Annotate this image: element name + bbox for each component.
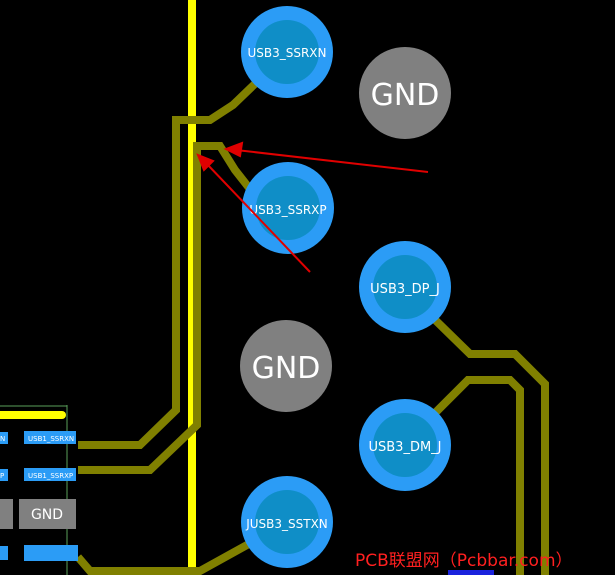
- smd-pad-row4-left[interactable]: [0, 546, 8, 560]
- pad-sstxn[interactable]: JUSB3_SSTXN: [241, 476, 333, 568]
- smd-pad-row1-right-label: USB1_SSRXN: [28, 435, 74, 443]
- smd-pad-row1-left-label: N: [0, 435, 5, 443]
- smd-gnd-left[interactable]: [0, 499, 13, 529]
- traces: [74, 74, 549, 575]
- pad-ssrxn-label: USB3_SSRXN: [247, 46, 326, 60]
- yellow-rails: [0, 0, 196, 575]
- watermark: PCB联盟网（Pcbbar.com）: [355, 551, 573, 571]
- arrow-1-head-icon: [223, 141, 244, 158]
- smd-pad-row2-right[interactable]: [24, 468, 76, 481]
- arrow-1-shaft: [235, 149, 429, 173]
- pad-gnd-top[interactable]: GND: [359, 47, 451, 139]
- pad-dm[interactable]: USB3_DM_J: [359, 399, 451, 491]
- pad-ssrxp[interactable]: USB3_SSRXP: [242, 162, 334, 254]
- smd-pad-row2-left-label: P: [0, 472, 4, 480]
- bottom-blue-segment: [448, 570, 494, 575]
- smd-pads: N USB1_SSRXN P USB1_SSRXP GND: [0, 431, 78, 561]
- trace-ssrxn[interactable]: [78, 74, 265, 449]
- smd-gnd-label: GND: [31, 507, 63, 523]
- arrow-2-head-icon: [196, 153, 215, 172]
- pad-sstxn-label: JUSB3_SSTXN: [245, 517, 328, 531]
- smd-pad-row1-left[interactable]: [0, 432, 8, 444]
- arrow-2-shaft: [205, 162, 311, 273]
- pad-gnd-mid-label: GND: [252, 351, 321, 386]
- pad-dm-label: USB3_DM_J: [368, 440, 441, 455]
- smd-pad-row4-right[interactable]: [24, 545, 78, 561]
- trace-ssrxp[interactable]: [78, 142, 272, 474]
- trace-dm[interactable]: [417, 376, 524, 575]
- annotation-arrows: [196, 141, 429, 273]
- trace-dp[interactable]: [422, 307, 549, 575]
- pad-gnd-mid[interactable]: GND: [240, 320, 332, 412]
- pad-ssrxn[interactable]: USB3_SSRXN: [241, 6, 333, 98]
- trace-sstxn[interactable]: [74, 531, 267, 575]
- smd-pad-row2-right-label: USB1_SSRXP: [28, 472, 73, 480]
- pad-gnd-top-label: GND: [371, 78, 440, 113]
- smd-pad-row1-right[interactable]: [24, 431, 76, 444]
- pad-ssrxp-label: USB3_SSRXP: [249, 203, 326, 217]
- pad-dp[interactable]: USB3_DP_J: [359, 241, 451, 333]
- smd-pad-row2-left[interactable]: [0, 469, 8, 481]
- smd-gnd-pad[interactable]: [19, 499, 76, 529]
- pad-dp-label: USB3_DP_J: [370, 282, 440, 297]
